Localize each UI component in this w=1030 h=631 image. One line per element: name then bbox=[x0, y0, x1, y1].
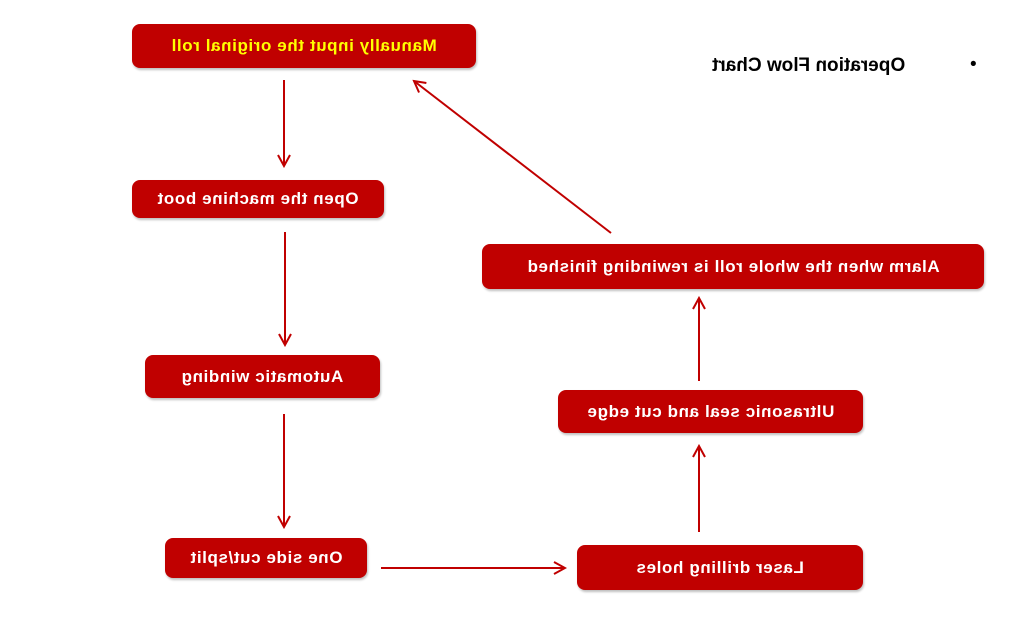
step-label: Open the machine boot bbox=[157, 189, 359, 208]
arrow-7-to-1 bbox=[414, 81, 612, 234]
step-automatic-winding: Automatic winding bbox=[145, 355, 380, 398]
step-label: Ultrasonic seal and cut edge bbox=[586, 401, 835, 421]
step-laser-drilling: Laser drilling holes bbox=[577, 545, 863, 590]
step-label: Automatic winding bbox=[181, 366, 344, 386]
step-manual-input: Manually input the original roll bbox=[132, 24, 476, 68]
step-open-machine: Open the machine boot bbox=[132, 180, 384, 218]
slide-title: Operation Flow Chart bbox=[712, 55, 906, 76]
step-label: One side cut/split bbox=[189, 548, 343, 567]
step-label: Manually input the original roll bbox=[171, 36, 437, 55]
step-label: Laser drilling holes bbox=[636, 557, 804, 577]
step-ultrasonic-seal: Ultrasonic seal and cut edge bbox=[558, 390, 863, 433]
step-alarm: Alarm when the whole roll is rewinding f… bbox=[482, 244, 984, 289]
step-one-side-cut: One side cut/split bbox=[165, 538, 367, 578]
step-label: Alarm when the whole roll is rewinding f… bbox=[526, 256, 940, 276]
bullet-point: • bbox=[970, 54, 977, 75]
